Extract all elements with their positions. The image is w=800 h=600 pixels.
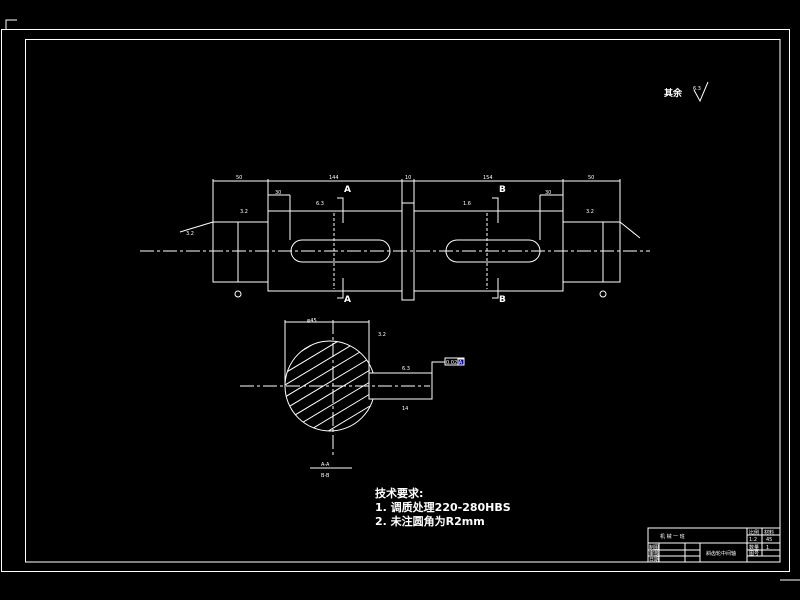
dimension-text: 30 (545, 190, 551, 196)
outer-border (1, 29, 790, 572)
roughness-value: 3.2 (378, 332, 386, 338)
shaft-left-end (212, 221, 269, 283)
dimension-text: 50 (588, 175, 594, 181)
title-block-cell: 1 (766, 545, 769, 551)
roughness-symbol-icon (693, 81, 709, 103)
roughness-value: 6.3 (693, 86, 701, 92)
section-a-label: A (344, 185, 351, 195)
title-block-school: 机 械 一 班 (660, 533, 685, 540)
title-block-cell: 制图 (649, 544, 659, 551)
title-block-cell: 审核 (649, 550, 659, 557)
roughness-value: 6.3 (316, 201, 324, 207)
tech-requirements-title: 技术要求: (375, 486, 423, 500)
dimension-text: 30 (275, 190, 281, 196)
shaft-right-end (562, 221, 621, 283)
dimension-text: 154 (483, 175, 493, 181)
section-view-label: B-B (321, 473, 330, 479)
dimension-text: 144 (329, 175, 339, 181)
roughness-value: 3.2 (240, 209, 248, 215)
section-b-label: B (499, 295, 506, 305)
title-block-cell: 材料 (764, 529, 774, 536)
datum-marker-icon (457, 358, 465, 366)
roughness-value: 6.3 (402, 366, 410, 372)
title-block-cell: 45 (766, 537, 772, 543)
corner-mark (5, 19, 17, 29)
shaft-main-view (140, 179, 650, 301)
dimension-text: 14 (402, 406, 408, 412)
title-block (647, 527, 781, 563)
title-block-cell: 1:2 (749, 537, 757, 543)
tech-requirement-item: 2. 未注圆角为R2mm (375, 514, 485, 528)
keyway-right (445, 239, 541, 263)
title-block-part-name: 斜齿轮中间轴 (706, 550, 736, 557)
title-block-cell: 数量 (749, 544, 759, 551)
tech-requirement-item: 1. 调质处理220-280HBS (375, 500, 511, 514)
section-view-label: A-A (321, 462, 330, 468)
roughness-value: 3.2 (586, 209, 594, 215)
inner-border (25, 39, 781, 563)
roughness-value: 3.2 (186, 231, 194, 237)
tolerance-frame: 0.02 A (446, 360, 463, 366)
dimension-text: φ45 (307, 318, 317, 324)
dimension-text: 50 (236, 175, 242, 181)
title-block-cell: 比例 (749, 529, 759, 536)
roughness-value: 1.6 (463, 201, 471, 207)
title-block-cell: 图号 (749, 551, 759, 557)
dimension-text: 10 (405, 175, 411, 181)
other-roughness-label: 其余 (664, 87, 683, 99)
section-b-label: B (499, 185, 506, 195)
title-block-cell: 日期 (649, 557, 659, 563)
section-a-label: A (344, 295, 351, 305)
section-view (240, 320, 465, 469)
keyway-left (290, 239, 391, 263)
